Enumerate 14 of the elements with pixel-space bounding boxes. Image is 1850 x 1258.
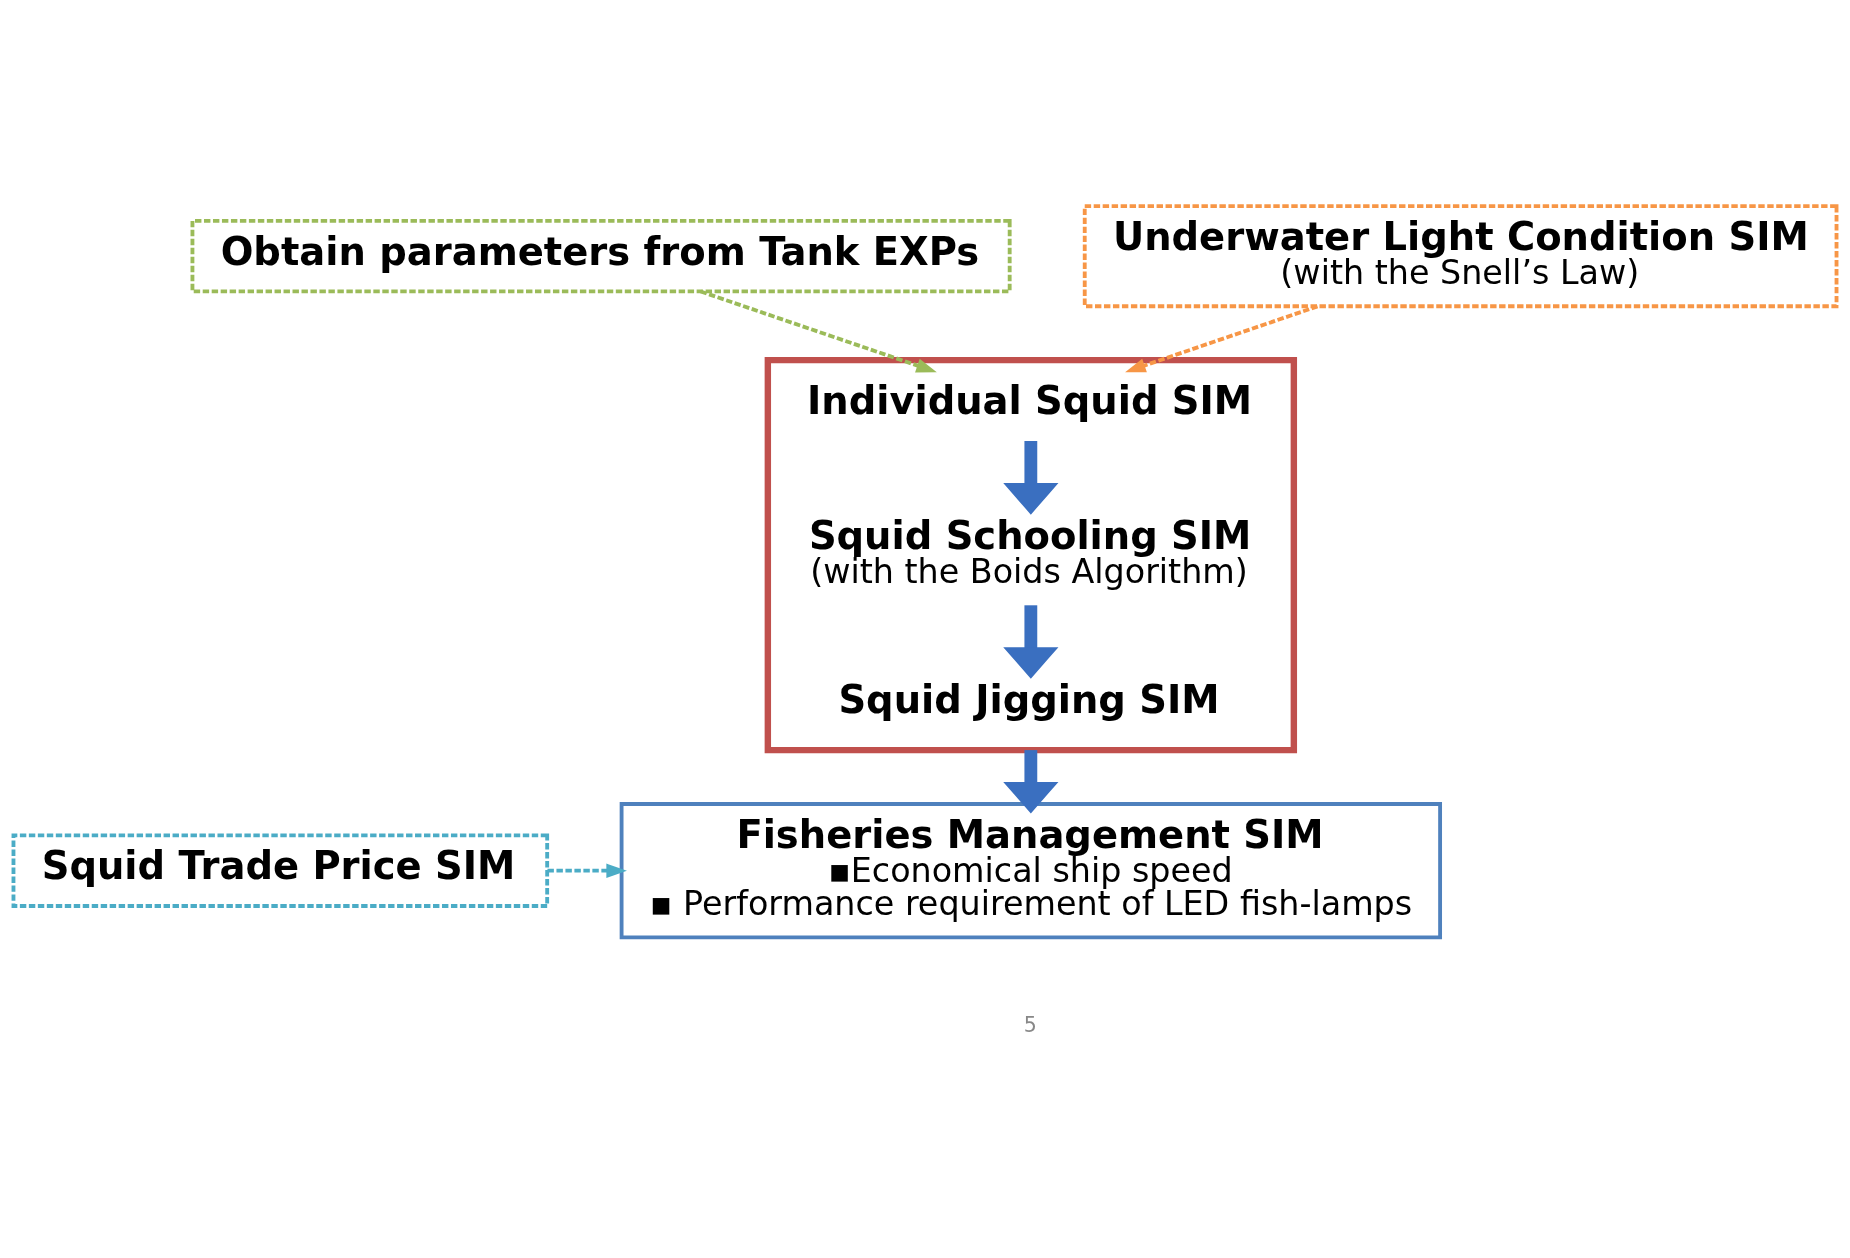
node-box: Underwater Light Condition SIM (with the Snell’s Law) bbox=[1082, 203, 1839, 308]
arrow bbox=[1003, 440, 1059, 515]
arrow bbox=[1125, 304, 1319, 372]
arrow bbox=[1003, 604, 1059, 679]
node-box: Obtain parameters from Tank EXPs bbox=[190, 218, 1012, 293]
arrow bbox=[1003, 749, 1059, 813]
node-text: Squid Jigging SIM bbox=[838, 676, 1220, 722]
node-box: Fisheries Management SIM ▪Economical ship speed ▪ Performance requirement of LED fish-lamps bbox=[619, 801, 1443, 939]
label: 5 bbox=[1023, 1012, 1037, 1037]
node-text: Squid Schooling SIM (with the Boids Algorithm) bbox=[808, 512, 1252, 591]
arrow bbox=[547, 863, 627, 878]
node-text: Individual Squid SIM bbox=[806, 377, 1253, 423]
arrow bbox=[700, 289, 937, 372]
node-box: Squid Trade Price SIM bbox=[11, 833, 550, 908]
